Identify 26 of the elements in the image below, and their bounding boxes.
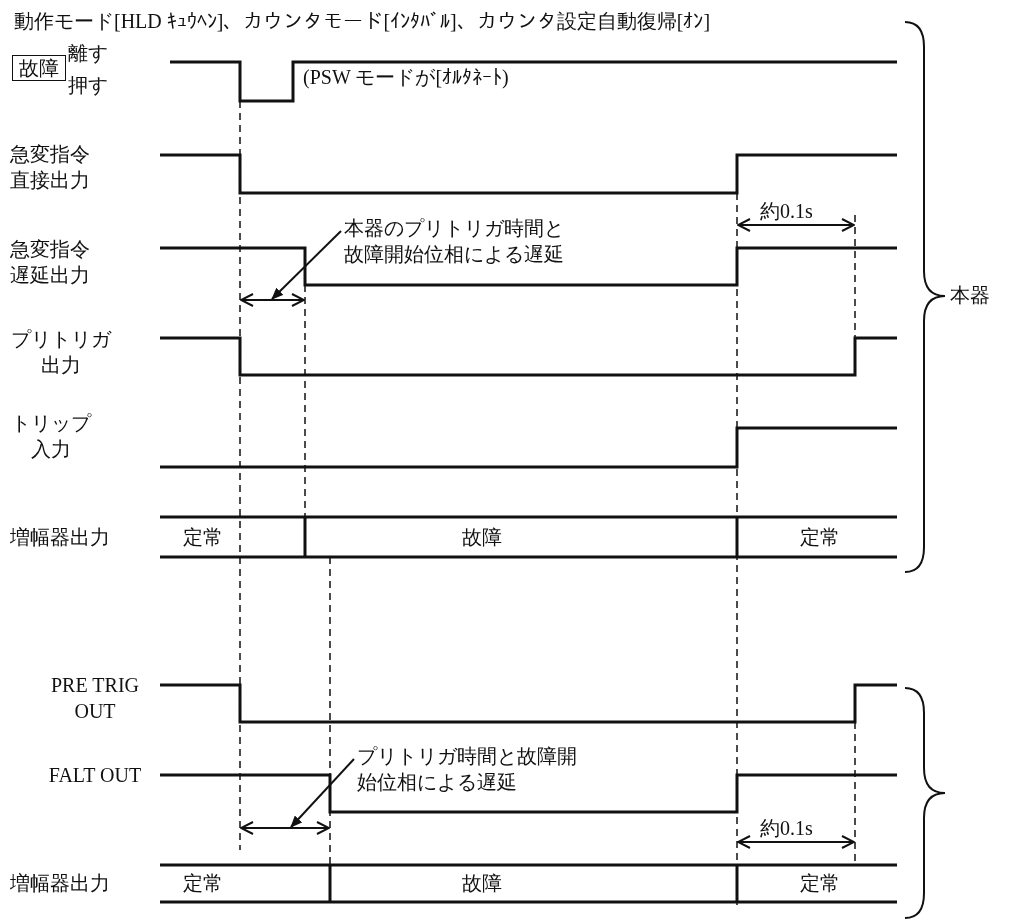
boxed-label: 故障 xyxy=(12,55,66,81)
state-label: 定常 xyxy=(183,525,223,550)
signal-label: PRE TRIG OUT xyxy=(50,673,140,724)
dimension-label: 約0.1s xyxy=(760,199,813,224)
leader-line xyxy=(290,758,355,828)
annotation-text: 本器のプリトリガ時間と故障開始位相による遅延 xyxy=(344,215,568,267)
state-label: 定常 xyxy=(183,871,223,896)
state-label: 故障 xyxy=(462,525,502,550)
group-label: 本器 xyxy=(950,283,990,308)
signal-label: 急変指令遅延出力 xyxy=(10,237,91,288)
diagram-title: 動作モード[HLD ｷｭｳﾍﾝ]、カウンタモード[ｲﾝﾀﾊﾞﾙ]、カウンタ設定自動復帰[ｵﾝ] xyxy=(14,9,711,34)
note-text: (PSW モードが[ｵﾙﾀﾈｰﾄ) xyxy=(303,65,509,90)
state-label: 定常 xyxy=(800,871,840,896)
signal-label: プリトリガ出力 xyxy=(10,327,112,378)
annotation-text: プリトリガ時間と故障開始位相による遅延 xyxy=(357,743,581,795)
signal-label: トリップ入力 xyxy=(10,411,92,462)
state-label: 定常 xyxy=(800,525,840,550)
state-label: 故障 xyxy=(462,871,502,896)
signal-label: 急変指令直接出力 xyxy=(10,142,91,193)
leader-line xyxy=(271,230,342,300)
signal-label: 増幅器出力 xyxy=(10,525,110,550)
state-label: 押す xyxy=(68,73,108,98)
signal-label: 増幅器出力 xyxy=(10,871,110,896)
state-label: 離す xyxy=(68,41,108,66)
dimension-label: 約0.1s xyxy=(760,816,813,841)
signal-label: FALT OUT xyxy=(47,763,143,788)
